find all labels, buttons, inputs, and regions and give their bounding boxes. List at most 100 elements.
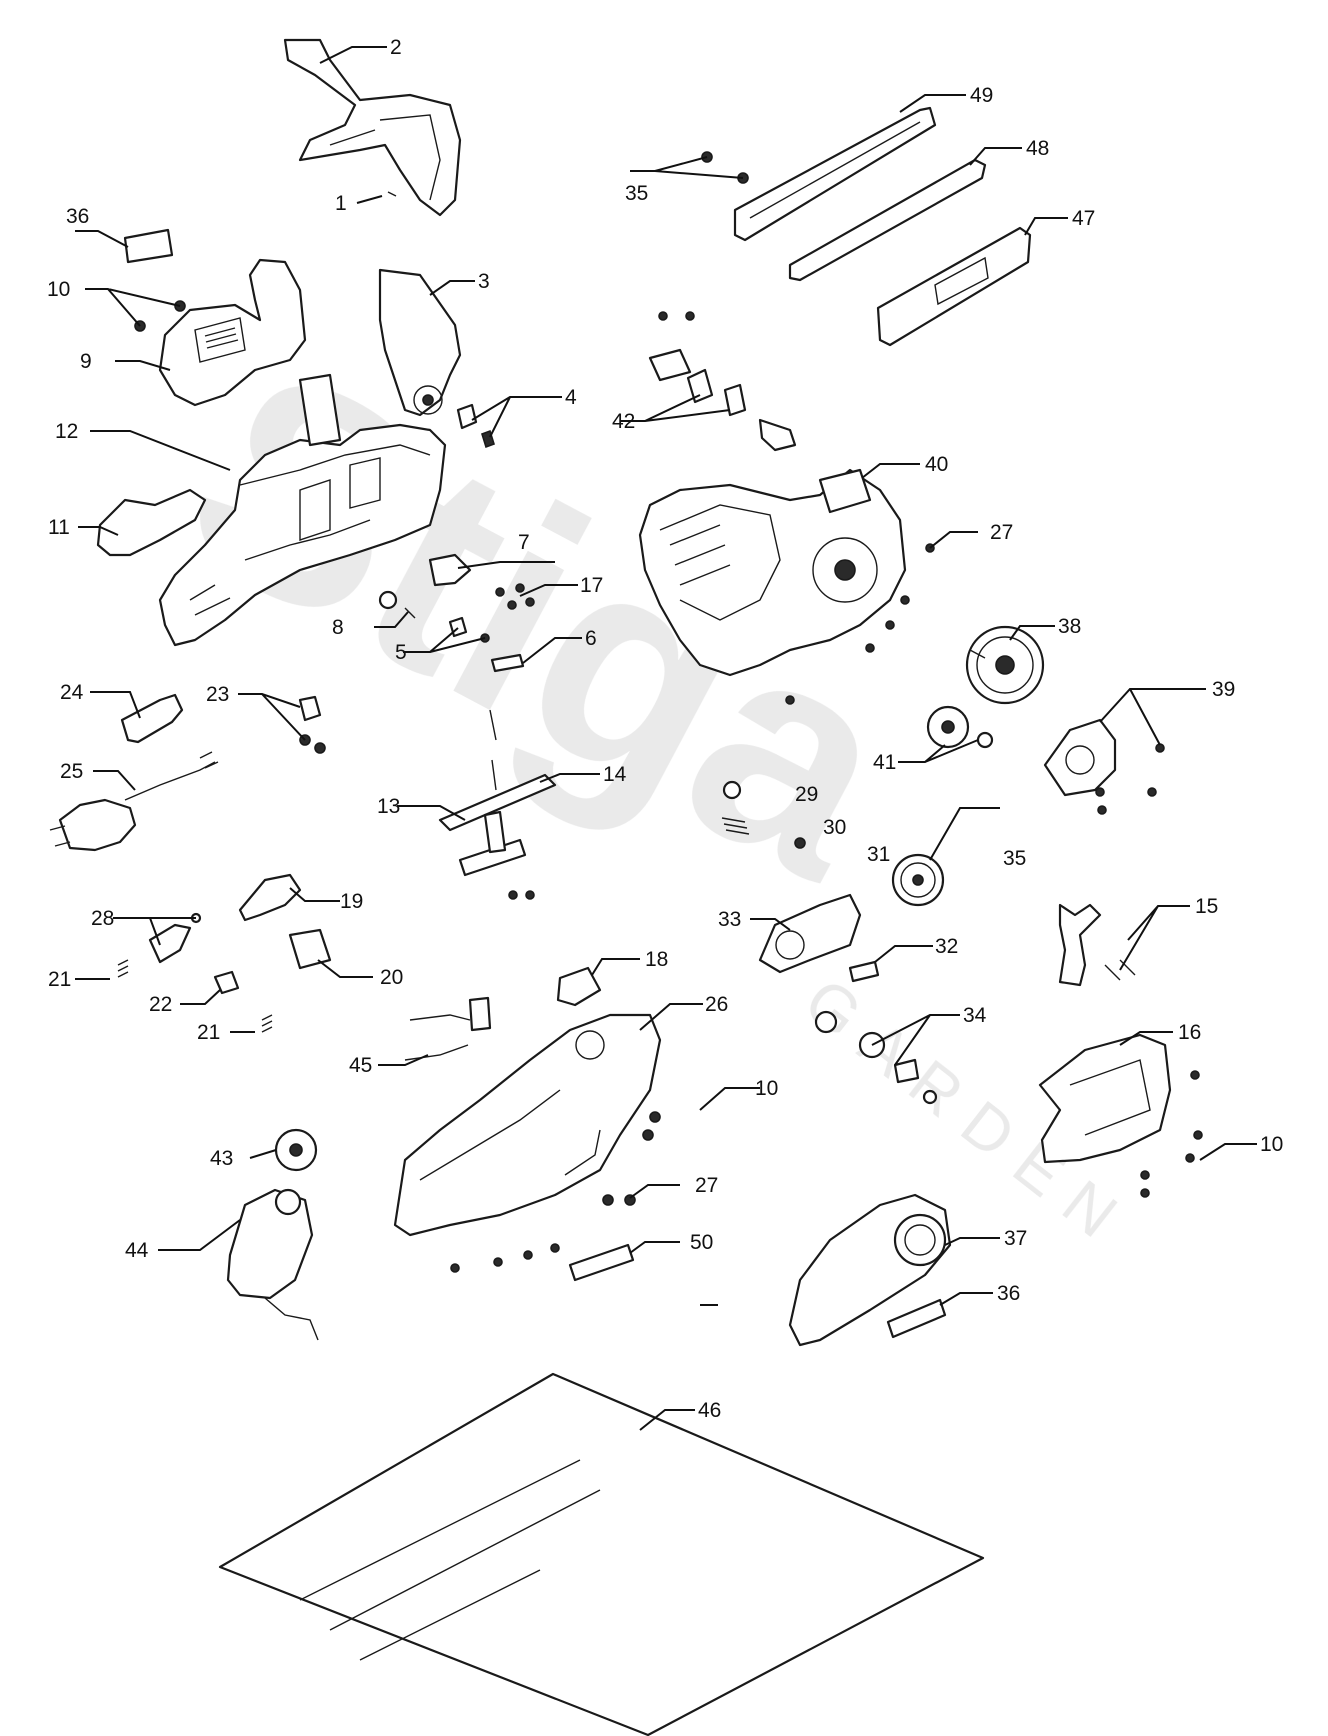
callout-27b: 27: [695, 1174, 718, 1197]
callout-10a: 10: [47, 278, 70, 301]
part-grip: [96, 488, 207, 557]
callout-48: 48: [1026, 137, 1049, 160]
part-group-34: [814, 1010, 938, 1105]
callout-45: 45: [349, 1054, 372, 1077]
part-spring-30: [721, 817, 750, 835]
callout-47: 47: [1072, 207, 1095, 230]
part-main-housing: [158, 373, 447, 647]
callout-28: 28: [91, 907, 114, 930]
part-small-screws-17: [495, 583, 535, 610]
part-screws-35: [701, 151, 749, 184]
part-washer: [378, 590, 416, 619]
part-trigger: [238, 873, 302, 922]
callout-1: 1: [335, 192, 347, 215]
part-capacitor: [556, 966, 602, 1007]
part-spike-bumper: [1058, 903, 1136, 987]
callout-38: 38: [1058, 615, 1081, 638]
part-brake-bracket: [378, 268, 462, 417]
callout-6: 6: [585, 627, 597, 650]
part-screws-center: [450, 1111, 661, 1273]
part-29: [722, 780, 742, 800]
part-screw-31: [794, 837, 806, 849]
part-spring-21b: [261, 1014, 273, 1033]
part-gear: [965, 625, 1045, 705]
part-label-bottom: [886, 1298, 947, 1339]
callout-13: 13: [377, 795, 400, 818]
callout-29: 29: [795, 783, 818, 806]
callout-4: 4: [565, 386, 577, 409]
callout-14: 14: [603, 763, 627, 786]
part-clutch-bracket: [1043, 718, 1165, 815]
callout-35a: 35: [625, 182, 648, 205]
part-motor: [638, 468, 935, 705]
callout-41: 41: [873, 751, 896, 774]
callout-21b: 21: [197, 1021, 220, 1044]
callout-20: 20: [380, 966, 403, 989]
callout-34: 34: [963, 1004, 987, 1027]
part-spring-21a: [117, 959, 129, 978]
callout-11: 11: [48, 516, 70, 539]
callout-33: 33: [718, 908, 741, 931]
callout-15: 15: [1195, 895, 1218, 918]
part-sprocket-cover: [788, 1193, 952, 1347]
callout-7: 7: [518, 531, 530, 554]
callout-12: 12: [55, 420, 78, 443]
part-cable-45: [404, 996, 492, 1061]
callout-9: 9: [80, 350, 92, 373]
callout-10c: 10: [1260, 1133, 1283, 1156]
callout-16: 16: [1178, 1021, 1201, 1044]
part-guide-bar: [733, 106, 937, 242]
part-shaft-group: [648, 311, 797, 452]
part-pin: [387, 191, 397, 197]
part-clamp-23: [298, 695, 326, 754]
callout-49: 49: [970, 84, 993, 107]
callout-37: 37: [1004, 1227, 1027, 1250]
callout-36a: 36: [66, 205, 89, 228]
callout-8: 8: [332, 616, 344, 639]
callout-26: 26: [705, 993, 728, 1016]
callout-42: 42: [612, 410, 635, 433]
callout-30: 30: [823, 816, 846, 839]
callout-21a: 21: [48, 968, 71, 991]
callout-2: 2: [390, 36, 402, 59]
callout-24: 24: [60, 681, 84, 704]
part-pinion: [926, 705, 994, 749]
part-22: [213, 970, 240, 995]
part-scabbard: [876, 226, 1032, 347]
callout-5: 5: [395, 641, 407, 664]
part-switch-block: [288, 928, 332, 970]
callout-40: 40: [925, 453, 948, 476]
callout-31: 31: [867, 843, 890, 866]
callout-19: 19: [340, 890, 363, 913]
part-tensioner-plate: [758, 893, 862, 974]
callout-46: 46: [698, 1399, 721, 1422]
callout-25: 25: [60, 760, 83, 783]
part-oil-pump: [274, 1128, 318, 1172]
part-spacer: [568, 1243, 635, 1282]
part-plate-6: [490, 653, 525, 673]
leader-lines: [75, 46, 1257, 1431]
callout-36b: 36: [997, 1282, 1020, 1305]
callout-43: 43: [210, 1147, 233, 1170]
callout-39: 39: [1212, 678, 1235, 701]
callout-10b: 10: [755, 1077, 778, 1100]
part-rear-cover: [158, 258, 307, 407]
part-nut-32: [848, 960, 880, 983]
part-housing-half: [393, 1013, 662, 1237]
part-lever-assembly: [438, 709, 557, 900]
part-cable-sleeve: [120, 693, 184, 744]
callout-18: 18: [645, 948, 668, 971]
callout-32: 32: [935, 935, 958, 958]
part-label: [123, 228, 174, 264]
callout-labels: 2 1 3 4 7 8 17 5 6 36 10 9 12 11 24 23 2…: [47, 36, 1283, 1422]
callout-17: 17: [580, 574, 603, 597]
part-sprocket-disc: [891, 853, 945, 907]
callout-22: 22: [149, 993, 172, 1016]
part-top-handle: [283, 38, 462, 217]
part-manual-sheet: [218, 1372, 985, 1736]
callout-35b: 35: [1003, 847, 1026, 870]
callout-50: 50: [690, 1231, 713, 1254]
callout-27a: 27: [990, 521, 1013, 544]
callout-23: 23: [206, 683, 229, 706]
